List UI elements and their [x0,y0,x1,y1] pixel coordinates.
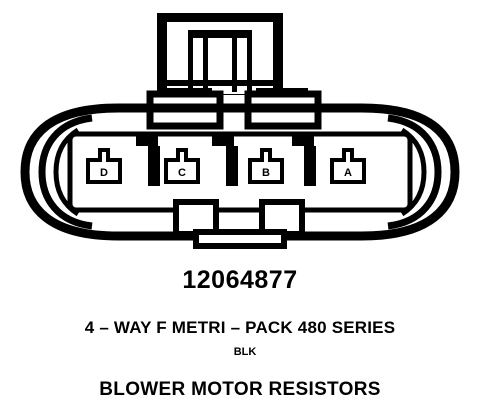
pin-letter-b: B [262,167,270,179]
pin-cavity-b: B [248,148,284,184]
locking-latch [157,13,283,95]
connector-right-cap [387,114,442,230]
part-number: 12064877 [182,266,298,294]
connector-face-diagram: D C B A [20,13,460,249]
connector-left-cap [38,114,93,230]
pin-letter-d: D [100,167,108,179]
pin-cavity-a: A [330,148,366,184]
component-name: BLOWER MOTOR RESISTORS [99,379,381,400]
pin-letter-a: A [344,167,352,179]
key-blocks-bottom [173,199,305,249]
pin-letter-c: C [178,167,186,179]
pin-cavity-d: D [86,148,122,184]
connector-outer-shell [20,103,460,241]
connector-inner-face [67,131,413,213]
pin-cavity-c: C [164,148,200,184]
cavity-separators [136,132,316,186]
connector-color: BLK [233,346,257,358]
connector-type: 4 – WAY F METRI – PACK 480 SERIES [84,318,396,337]
